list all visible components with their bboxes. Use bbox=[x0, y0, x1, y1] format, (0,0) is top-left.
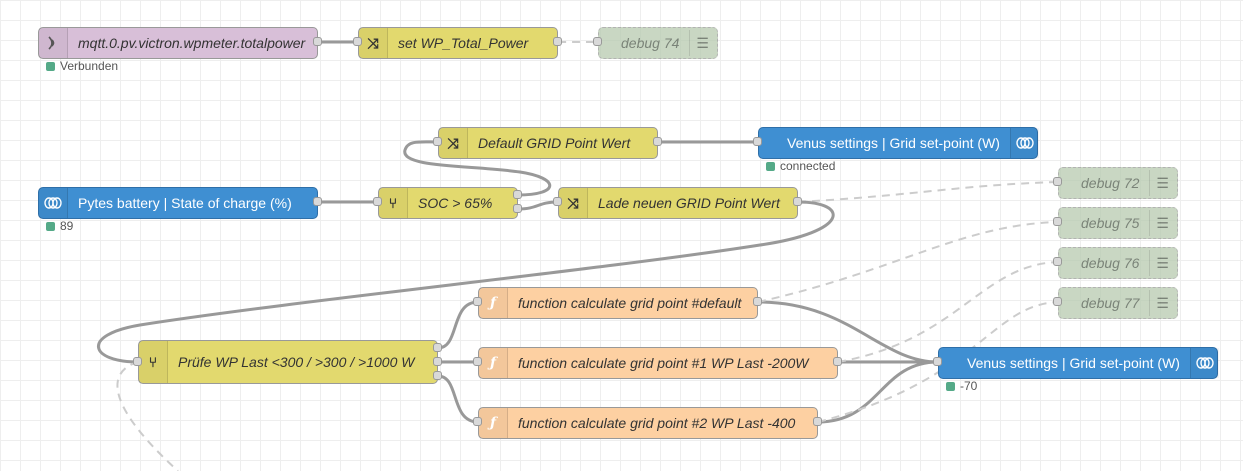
input-port[interactable] bbox=[433, 137, 442, 146]
node-label: function calculate grid point #1 WP Last… bbox=[518, 355, 809, 371]
input-port[interactable] bbox=[1053, 217, 1062, 226]
status-indicator: connected bbox=[766, 159, 835, 173]
node-label: mqtt.0.pv.victron.wpmeter.totalpower bbox=[78, 35, 306, 51]
input-port[interactable] bbox=[373, 197, 382, 206]
node-label: Default GRID Point Wert bbox=[478, 135, 631, 151]
switch-branch-icon: ⑂ bbox=[139, 341, 168, 383]
venus-settings-node-top[interactable]: Venus settings | Grid set-point (W) bbox=[758, 127, 1039, 159]
output-port[interactable] bbox=[833, 357, 842, 366]
node-label: function calculate grid point #2 WP Last… bbox=[518, 415, 796, 431]
node-label: set WP_Total_Power bbox=[398, 35, 529, 51]
input-port[interactable] bbox=[1053, 177, 1062, 186]
node-label: debug 77 bbox=[1081, 295, 1140, 311]
output-port[interactable] bbox=[813, 417, 822, 426]
status-text: -70 bbox=[960, 379, 978, 393]
node-label: Venus settings | Grid set-point (W) bbox=[967, 355, 1180, 371]
output-port[interactable] bbox=[753, 297, 762, 306]
output-port[interactable] bbox=[653, 137, 662, 146]
output-port-1[interactable] bbox=[433, 343, 442, 352]
node-label: Prüfe WP Last <300 / >300 / >1000 W bbox=[178, 354, 415, 370]
victron-coil-icon bbox=[39, 188, 68, 218]
wireless-signal-icon bbox=[39, 28, 68, 58]
function-node-default[interactable]: ƒ function calculate grid point #default bbox=[478, 287, 758, 319]
debug-list-icon[interactable]: ☰ bbox=[1149, 250, 1175, 276]
output-port-3[interactable] bbox=[433, 371, 442, 380]
node-label: debug 74 bbox=[621, 35, 680, 51]
function-node-2[interactable]: ƒ function calculate grid point #2 WP La… bbox=[478, 407, 818, 439]
function-f-icon: ƒ bbox=[479, 408, 508, 438]
output-port[interactable] bbox=[553, 37, 562, 46]
output-port[interactable] bbox=[793, 197, 802, 206]
input-port[interactable] bbox=[553, 197, 562, 206]
node-label: debug 76 bbox=[1081, 255, 1140, 271]
node-label: debug 72 bbox=[1081, 175, 1140, 191]
input-port[interactable] bbox=[753, 137, 762, 146]
victron-coil-icon bbox=[1009, 128, 1039, 158]
shuffle-icon: ⤨ bbox=[359, 28, 388, 58]
node-label: debug 75 bbox=[1081, 215, 1140, 231]
status-dot-icon bbox=[766, 161, 775, 171]
change-node-set-wp[interactable]: ⤨ set WP_Total_Power bbox=[358, 27, 558, 59]
status-indicator: -70 bbox=[946, 379, 977, 393]
input-port[interactable] bbox=[933, 357, 942, 366]
node-label: function calculate grid point #default bbox=[518, 295, 742, 311]
switch-node-pruefe[interactable]: ⑂ Prüfe WP Last <300 / >300 / >1000 W bbox=[138, 340, 438, 384]
debug-list-icon[interactable]: ☰ bbox=[1149, 210, 1175, 236]
function-f-icon: ƒ bbox=[479, 348, 508, 378]
node-label: Pytes battery | State of charge (%) bbox=[78, 195, 292, 211]
input-port[interactable] bbox=[473, 297, 482, 306]
pytes-battery-node[interactable]: Pytes battery | State of charge (%) bbox=[38, 187, 318, 219]
change-node-lade[interactable]: ⤨ Lade neuen GRID Point Wert bbox=[558, 187, 798, 219]
debug-list-icon[interactable]: ☰ bbox=[1149, 170, 1175, 196]
output-port[interactable] bbox=[313, 197, 322, 206]
status-indicator: Verbunden bbox=[46, 59, 118, 73]
status-dot-icon bbox=[946, 381, 955, 391]
node-label: Lade neuen GRID Point Wert bbox=[598, 195, 780, 211]
switch-branch-icon: ⑂ bbox=[379, 188, 408, 218]
debug-node-75[interactable]: debug 75 ☰ bbox=[1058, 207, 1178, 239]
venus-settings-node-bottom[interactable]: Venus settings | Grid set-point (W) bbox=[938, 347, 1219, 379]
input-port[interactable] bbox=[473, 417, 482, 426]
output-port-2[interactable] bbox=[513, 204, 522, 213]
status-text: 89 bbox=[60, 219, 74, 233]
status-dot-icon bbox=[46, 221, 55, 231]
debug-list-icon[interactable]: ☰ bbox=[689, 30, 715, 56]
debug-node-77[interactable]: debug 77 ☰ bbox=[1058, 287, 1178, 319]
switch-node-soc[interactable]: ⑂ SOC > 65% bbox=[378, 187, 518, 219]
function-node-1[interactable]: ƒ function calculate grid point #1 WP La… bbox=[478, 347, 838, 379]
victron-coil-icon bbox=[1189, 348, 1219, 378]
input-port[interactable] bbox=[473, 357, 482, 366]
debug-node-76[interactable]: debug 76 ☰ bbox=[1058, 247, 1178, 279]
node-label: Venus settings | Grid set-point (W) bbox=[787, 135, 1000, 151]
status-dot-icon bbox=[46, 61, 55, 71]
node-label: SOC > 65% bbox=[418, 195, 493, 211]
change-node-default-grid[interactable]: ⤨ Default GRID Point Wert bbox=[438, 127, 658, 159]
debug-node-74[interactable]: debug 74 ☰ bbox=[598, 27, 718, 59]
debug-node-72[interactable]: debug 72 ☰ bbox=[1058, 167, 1178, 199]
output-port[interactable] bbox=[313, 37, 322, 46]
mqtt-in-node[interactable]: mqtt.0.pv.victron.wpmeter.totalpower bbox=[38, 27, 318, 59]
input-port[interactable] bbox=[593, 37, 602, 46]
output-port-2[interactable] bbox=[433, 357, 442, 366]
debug-list-icon[interactable]: ☰ bbox=[1149, 290, 1175, 316]
status-text: connected bbox=[780, 159, 836, 173]
status-indicator: 89 bbox=[46, 219, 73, 233]
input-port[interactable] bbox=[1053, 297, 1062, 306]
shuffle-icon: ⤨ bbox=[439, 128, 468, 158]
output-port-1[interactable] bbox=[513, 190, 522, 199]
input-port[interactable] bbox=[1053, 257, 1062, 266]
function-f-icon: ƒ bbox=[479, 288, 508, 318]
status-text: Verbunden bbox=[60, 59, 119, 73]
input-port[interactable] bbox=[353, 37, 362, 46]
input-port[interactable] bbox=[133, 357, 142, 366]
shuffle-icon: ⤨ bbox=[559, 188, 588, 218]
